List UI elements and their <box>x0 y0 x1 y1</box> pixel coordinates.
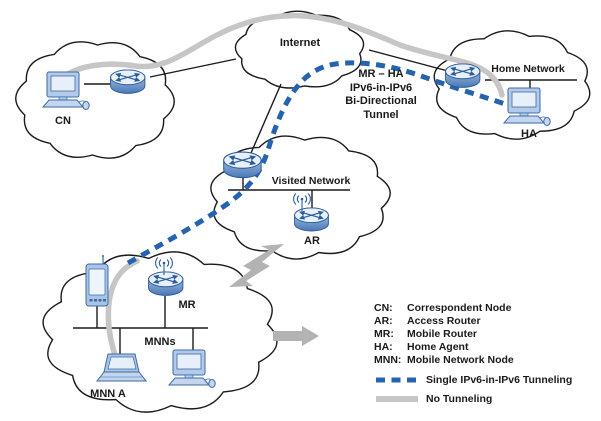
legend-def: Home Agent <box>407 341 469 353</box>
legend-abbr: MNN: <box>374 354 402 366</box>
mr-label: MR <box>178 299 196 311</box>
legend-abbr: CN: <box>374 302 393 314</box>
cn-router-to-internet-link <box>149 58 237 78</box>
wireless-link-bolt <box>229 244 284 287</box>
internet-to-home-router-link <box>368 49 449 72</box>
tunnel-dash-sample-icon <box>376 377 418 382</box>
legend-def: Mobile Router <box>407 328 477 340</box>
legend: CN: Correspondent Node AR: Access Router M… <box>374 302 572 405</box>
cn-router-icon <box>109 69 146 94</box>
legend-key-label: No Tunneling <box>426 392 493 405</box>
flow-arrow <box>273 326 319 346</box>
legend-row-ar: AR: Access Router <box>374 315 572 328</box>
home-router-icon <box>444 63 481 88</box>
visited-network-label: Visited Network <box>271 175 351 187</box>
home-network-label: Home Network <box>491 63 565 75</box>
internet-to-visited-router-link <box>250 83 282 154</box>
internet-cloud-outline <box>234 10 365 89</box>
network-links <box>73 49 577 355</box>
legend-row-cn: CN: Correspondent Node <box>374 302 572 315</box>
legend-row-mr: MR: Mobile Router <box>374 328 572 341</box>
cn-label: CN <box>55 115 71 127</box>
legend-key-tunneling: Single IPv6-in-IPv6 Tunneling <box>374 373 572 386</box>
legend-abbr: MR: <box>374 328 394 340</box>
internet-cloud <box>234 10 365 89</box>
legend-row-ha: HA: Home Agent <box>374 341 572 354</box>
tunnel-annotation: MR – HA IPv6-in-IPv6 Bi-Directional Tunn… <box>345 68 417 121</box>
ha-label: HA <box>521 128 537 140</box>
mr-router-icon <box>147 271 184 296</box>
ar-label: AR <box>304 235 320 247</box>
no-tunneling-path-cn-ha <box>59 12 505 98</box>
no-tunneling-paths <box>59 12 505 363</box>
mnns-label: MNNs <box>144 336 176 348</box>
mnn-a-label: MNN A <box>90 388 126 400</box>
cn-cloud-outline <box>15 41 175 159</box>
legend-row-mnn: MNN: Mobile Network Node <box>374 354 572 367</box>
legend-def: Correspondent Node <box>407 302 512 314</box>
gray-line-sample-icon <box>376 395 418 402</box>
internet-label: Internet <box>279 37 321 49</box>
legend-def: Mobile Network Node <box>407 354 514 366</box>
no-tunneling-path-mnna-mr <box>105 258 140 363</box>
ar-router-icon <box>293 207 329 232</box>
ipv6-tunnel-path <box>126 60 506 266</box>
legend-key-no-tunneling: No Tunneling <box>374 392 572 405</box>
visited-router-icon <box>223 151 262 179</box>
legend-key-label: Single IPv6-in-IPv6 Tunneling <box>426 373 573 386</box>
legend-def: Access Router <box>407 315 481 327</box>
cn-cloud <box>15 41 175 159</box>
legend-abbr: AR: <box>374 315 393 327</box>
legend-abbr: HA: <box>374 341 393 353</box>
